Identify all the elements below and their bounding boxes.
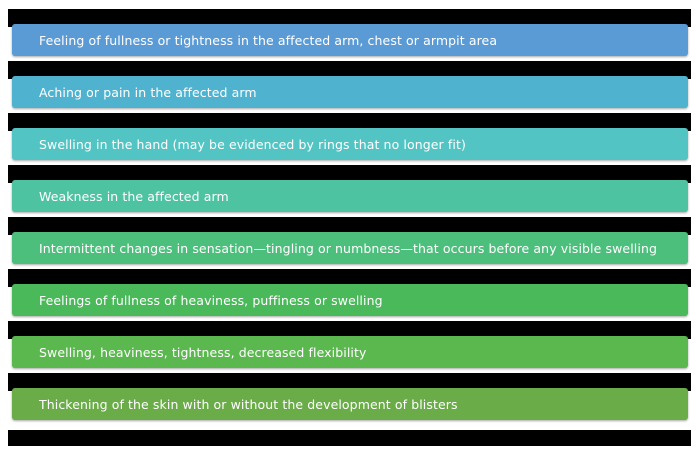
item-backdrop: [8, 269, 691, 287]
item-backdrop: [8, 373, 691, 391]
symptom-item: Thickening of the skin with or without t…: [12, 388, 688, 420]
symptom-label: Feeling of fullness or tightness in the …: [39, 32, 498, 48]
symptom-label: Thickening of the skin with or without t…: [39, 396, 458, 412]
item-backdrop: [8, 217, 691, 235]
symptom-label: Weakness in the affected arm: [39, 188, 229, 204]
bottom-strip: [8, 430, 691, 446]
symptom-item: Aching or pain in the affected arm: [12, 76, 688, 108]
item-backdrop: [8, 321, 691, 339]
symptom-label: Aching or pain in the affected arm: [39, 84, 257, 100]
symptom-item: Swelling in the hand (may be evidenced b…: [12, 128, 688, 160]
symptom-label: Intermittent changes in sensation—tingli…: [39, 240, 657, 256]
symptom-label: Feelings of fullness of heaviness, puffi…: [39, 292, 383, 308]
symptom-item: Swelling, heaviness, tightness, decrease…: [12, 336, 688, 368]
symptom-item: Feeling of fullness or tightness in the …: [12, 24, 688, 56]
item-backdrop: [8, 165, 691, 183]
item-backdrop: [8, 61, 691, 79]
item-backdrop: [8, 113, 691, 131]
symptom-item: Feelings of fullness of heaviness, puffi…: [12, 284, 688, 316]
symptom-label: Swelling in the hand (may be evidenced b…: [39, 136, 466, 152]
item-backdrop: [8, 9, 691, 27]
symptom-item: Weakness in the affected arm: [12, 180, 688, 212]
symptom-label: Swelling, heaviness, tightness, decrease…: [39, 344, 367, 360]
symptom-item: Intermittent changes in sensation—tingli…: [12, 232, 688, 264]
